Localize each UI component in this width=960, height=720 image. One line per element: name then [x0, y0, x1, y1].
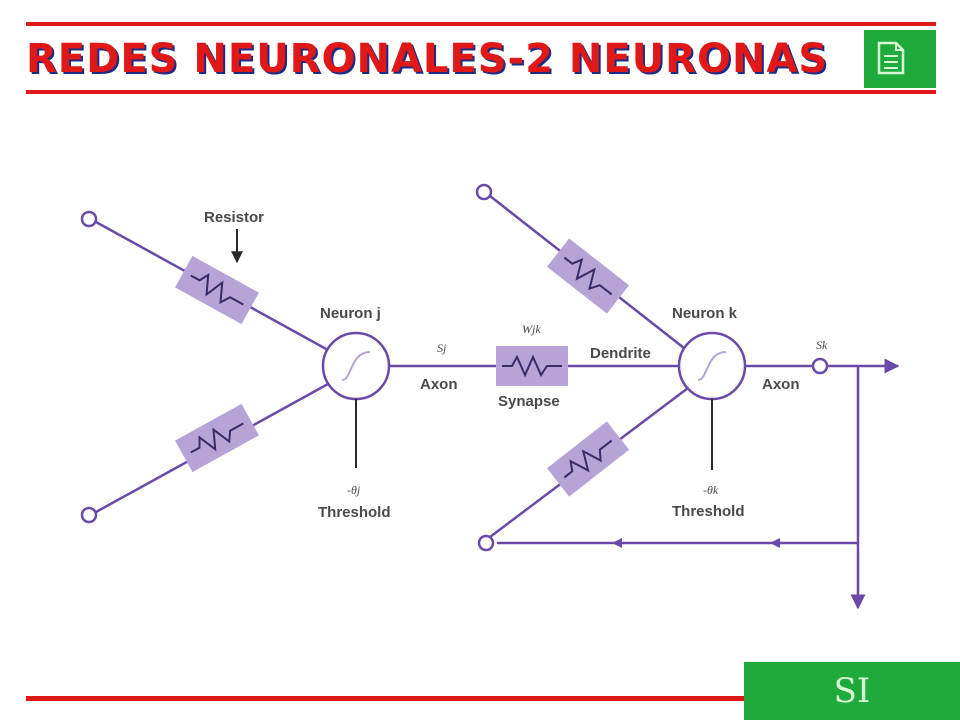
feedback-arrow-2 — [612, 538, 622, 548]
resistor-k-top — [546, 238, 630, 314]
feedback-arrow-1 — [770, 538, 780, 548]
document-icon — [877, 41, 905, 75]
output-terminal-k — [811, 357, 829, 375]
sigmoid-icon — [697, 351, 727, 381]
input-terminal-k-bottom — [477, 534, 495, 552]
footer-badge: SI — [744, 662, 960, 720]
resistor-k-bottom — [546, 421, 630, 497]
title-rule-top — [26, 22, 936, 26]
synapse-label: Synapse — [498, 393, 560, 410]
theta-j-label: -θj — [347, 483, 361, 497]
s-j-label: Sj — [437, 341, 447, 355]
synapse-resistor — [496, 346, 568, 386]
input-terminal-k-top — [475, 183, 493, 201]
title-corner-tab — [864, 30, 936, 88]
footer-rule — [26, 696, 746, 701]
neuron-j-label: Neuron j — [320, 305, 381, 322]
neuron-k — [677, 331, 747, 401]
sigmoid-icon — [341, 351, 371, 381]
neuron-j — [321, 331, 391, 401]
title-rule-bottom — [26, 90, 936, 94]
resistor-j-top — [175, 255, 259, 325]
theta-k-label: -θk — [703, 483, 719, 497]
s-k-label: Sk — [816, 338, 828, 352]
input-terminal-j-top — [80, 210, 98, 228]
w-jk-label: Wjk — [522, 322, 541, 336]
threshold-j-label: Threshold — [318, 504, 391, 521]
neuron-k-label: Neuron k — [672, 305, 738, 322]
input-terminal-j-bottom — [80, 506, 98, 524]
axon-j-label: Axon — [420, 376, 458, 393]
dendrite-label: Dendrite — [590, 345, 651, 362]
resistor-j-bottom — [175, 403, 259, 473]
threshold-k-label: Threshold — [672, 503, 745, 520]
slide-title: REDES NEURONALES-2 NEURONAS — [26, 36, 829, 82]
resistor-label: Resistor — [204, 209, 264, 226]
axon-k-label: Axon — [762, 376, 800, 393]
